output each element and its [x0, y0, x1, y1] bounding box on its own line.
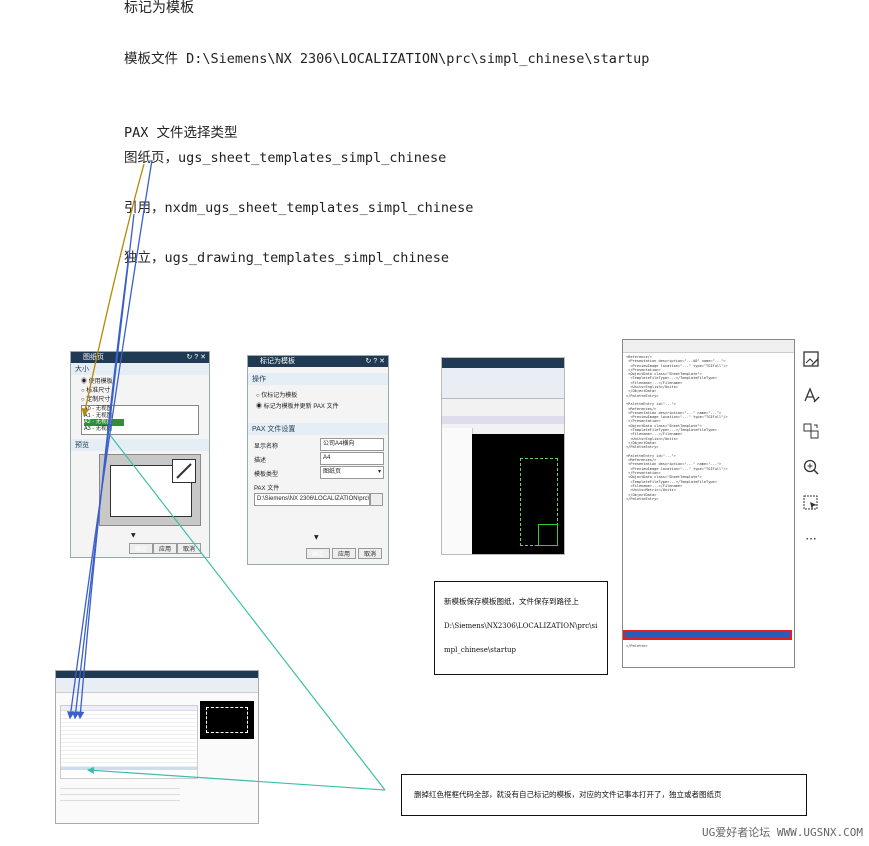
- drawing-canvas[interactable]: [472, 434, 564, 554]
- doc-line-reference: 引用，nxdm_ugs_sheet_templates_simpl_chines…: [124, 200, 474, 216]
- zoom-in-icon[interactable]: [800, 456, 822, 478]
- select-icon[interactable]: [800, 492, 822, 514]
- type-select[interactable]: 图纸页 ▾: [320, 466, 384, 479]
- expand-icon[interactable]: ▼: [314, 534, 319, 541]
- image-edit-icon[interactable]: [800, 348, 822, 370]
- save-path-note: 新模板保存模板图纸，文件保存到路径上 D:\Siemens\NX2306\LOC…: [434, 581, 608, 675]
- text-edit-icon[interactable]: [800, 384, 822, 406]
- desc-field[interactable]: A4: [320, 452, 384, 465]
- mark-template-dialog: 标记为模板 ↻ ? ✕ 操作 ○ 仅标记为模板 ◉ 标记为模板并更新 PAX 文…: [247, 355, 389, 565]
- name-label: 显示名称: [254, 444, 279, 450]
- radio-standard-size[interactable]: ○ 标准尺寸: [81, 388, 111, 394]
- sheet-dialog: 图纸页 ↻ ? ✕ 大小 ◉ 使用模板 ○ 标准尺寸 ○ 定制尺寸 A0 - 无…: [70, 351, 210, 558]
- pax-label: PAX 文件: [254, 486, 280, 492]
- pax-path-field[interactable]: D:\Siemens\NX 2306\LOCALIZATION\prc\sin: [254, 493, 370, 506]
- size-section[interactable]: 大小: [71, 363, 209, 375]
- preview-pencil-icon: [172, 459, 196, 483]
- note-line: 新模板保存模板图纸，文件保存到路径上: [444, 597, 579, 606]
- doc-line-title: 标记为模板: [124, 0, 194, 16]
- expand-icon[interactable]: ▼: [131, 532, 136, 539]
- doc-line-template-path: 模板文件 D:\Siemens\NX 2306\LOCALIZATION\prc…: [124, 51, 650, 67]
- operation-section[interactable]: 操作: [248, 373, 388, 385]
- mark-template-title-bar: 标记为模板 ↻ ? ✕: [248, 356, 388, 367]
- radio-use-template[interactable]: ◉ 使用模板: [81, 379, 113, 385]
- radio-mark-update-pax-label: 标记为模板并更新 PAX 文件: [263, 404, 339, 410]
- desc-label: 描述: [254, 458, 267, 464]
- xml-file-screenshot: <Reference/> <Presentation description="…: [622, 339, 795, 668]
- type-label: 模板类型: [254, 472, 279, 478]
- radio-custom-size-label: 定制尺寸: [86, 397, 111, 403]
- preview-section[interactable]: 预览: [71, 439, 209, 451]
- radio-mark-only[interactable]: ○ 仅标记为模板: [256, 393, 298, 399]
- dialog-controls-icon[interactable]: ↻ ? ✕: [365, 358, 385, 365]
- dialog-controls-icon[interactable]: ↻ ? ✕: [186, 354, 206, 361]
- radio-mark-only-label: 仅标记为模板: [261, 393, 298, 399]
- radio-mark-update-pax[interactable]: ◉ 标记为模板并更新 PAX 文件: [256, 404, 339, 410]
- swap-icon[interactable]: [800, 420, 822, 442]
- note-line: D:\Siemens\NX2306\LOCALIZATION\prc\si: [444, 622, 598, 630]
- note-text: 删掉红色框框代码全部，就没有自己标记的模板，对应的文件记事本打开了，独立或者图纸…: [414, 790, 722, 799]
- template-manager-screenshot: [55, 670, 259, 824]
- mark-apply-button[interactable]: 应用: [332, 548, 356, 559]
- watermark-footer: UG爱好者论坛 WWW.UGSNX.COM: [702, 826, 863, 839]
- doc-line-pax-type: PAX 文件选择类型: [124, 125, 238, 141]
- nx-drafting-screenshot: [441, 357, 565, 555]
- sheet-dialog-title-bar: 图纸页 ↻ ? ✕: [71, 352, 209, 363]
- delete-code-note: 删掉红色框框代码全部，就没有自己标记的模板，对应的文件记事本打开了，独立或者图纸…: [401, 774, 807, 816]
- doc-line-sheet: 图纸页，ugs_sheet_templates_simpl_chinese: [124, 150, 447, 166]
- template-list[interactable]: A0 - 无视图 A1 - 无视图 A2 - 无视图 A3 - 无视图: [81, 405, 199, 435]
- name-field[interactable]: 公司A4横向: [320, 438, 384, 451]
- sheet-dialog-title: 图纸页: [83, 354, 104, 361]
- mark-cancel-button[interactable]: 取消: [358, 548, 382, 559]
- note-line: mpl_chinese\startup: [444, 646, 516, 654]
- sheet-cancel-button[interactable]: 取消: [177, 543, 201, 554]
- type-select-value: 图纸页: [323, 469, 342, 475]
- sheet-ok-button[interactable]: 确定: [129, 543, 153, 554]
- radio-custom-size[interactable]: ○ 定制尺寸: [81, 397, 111, 403]
- doc-line-independent: 独立，ugs_drawing_templates_simpl_chinese: [124, 250, 449, 266]
- preview-area: [99, 454, 201, 526]
- sheet-apply-button[interactable]: 应用: [153, 543, 177, 554]
- more-icon[interactable]: ···: [805, 532, 817, 546]
- browse-folder-icon[interactable]: [370, 493, 383, 506]
- mark-ok-button[interactable]: 确定: [306, 548, 330, 559]
- pax-section[interactable]: PAX 文件设置: [248, 423, 388, 435]
- list-item[interactable]: A3 - 无视图: [84, 425, 113, 432]
- chevron-down-icon: ▾: [377, 469, 381, 475]
- highlighted-xml-block: [623, 630, 792, 640]
- mark-template-title: 标记为模板: [260, 358, 295, 365]
